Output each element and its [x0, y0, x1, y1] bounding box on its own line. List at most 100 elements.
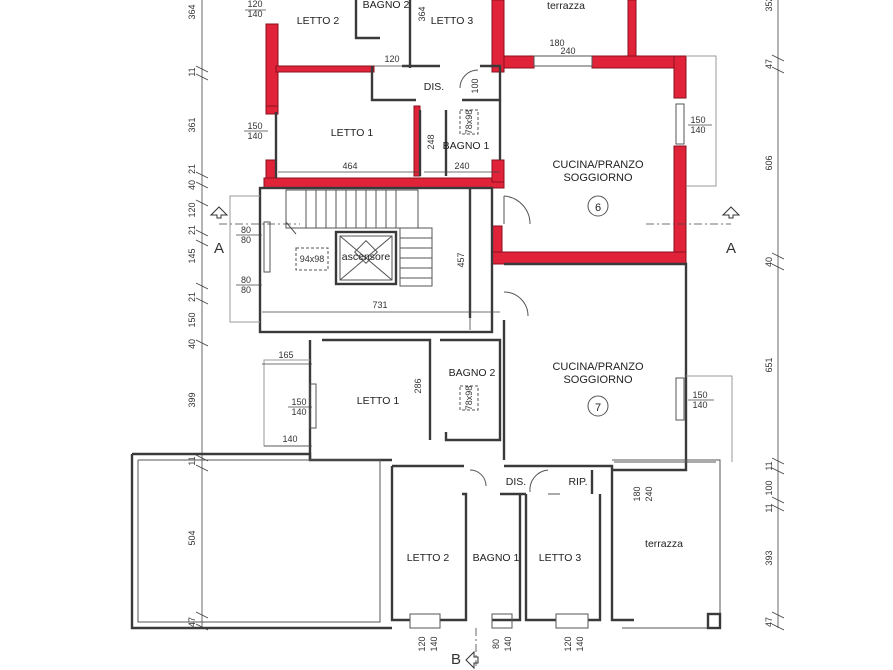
lift-shaft-box: [295, 247, 329, 271]
room-terrazza-bot: terrazza: [645, 538, 683, 550]
dim-120-140-l3b-b: 140: [575, 636, 585, 651]
dim-left-399: 399: [187, 392, 197, 407]
room-bagno2-top: BAGNO 2: [363, 0, 410, 11]
dim-180-240-top-b: 240: [560, 46, 575, 56]
shaft-mid-size: 78x98: [464, 386, 474, 411]
dim-120-inner: 120: [384, 54, 399, 64]
dim-80-140-b1b-b: 140: [503, 636, 513, 651]
dim-80-80-b-2: 80: [241, 285, 251, 295]
dim-150-140-l1m-b: 140: [291, 407, 306, 417]
dim-731: 731: [372, 300, 387, 310]
room-cucina6-a: CUCINA/PRANZO: [552, 159, 644, 171]
lift-size: 94x98: [300, 254, 325, 264]
dim-286: 286: [413, 378, 423, 393]
dim-457: 457: [456, 252, 466, 267]
room-letto1-mid: LETTO 1: [357, 395, 400, 407]
dim-120-140-top-b: 140: [247, 9, 262, 19]
dim-150-140-l1-a: 150: [247, 121, 262, 131]
dim-left-145: 145: [187, 248, 197, 263]
dim-right-11: 11: [764, 461, 774, 470]
room-dis-top: DIS.: [424, 81, 444, 93]
room-cucina6-b: SOGGIORNO: [563, 172, 633, 184]
dim-150-140-r7-a: 150: [692, 390, 707, 400]
dim-left-40: 40: [187, 180, 197, 190]
room-rip: RIP.: [568, 476, 587, 488]
dim-right-352: 352: [764, 0, 774, 12]
section-mark-a-left: A: [209, 206, 300, 257]
dim-right-651: 651: [764, 357, 774, 372]
room-letto1-top: LETTO 1: [331, 127, 374, 139]
inner-dimensions: 120 140 364 120 100 180 240 150 140 248 …: [236, 0, 714, 652]
doors: [459, 69, 560, 495]
dim-165: 165: [278, 350, 293, 360]
dim-left-120: 120: [187, 202, 197, 217]
ascensore-label: ascensore: [342, 251, 391, 263]
dim-120-140-l3b-a: 120: [563, 636, 573, 651]
room-cucina7-b: SOGGIORNO: [563, 374, 633, 386]
dim-180-240-bot-a: 180: [632, 486, 642, 501]
room-terrazza-top: terrazza: [547, 0, 585, 12]
windows: [263, 55, 685, 629]
shaft-mid-box: [459, 385, 479, 411]
dim-left-40b: 40: [187, 339, 197, 349]
dim-150-140-r6-b: 140: [690, 125, 705, 135]
dim-left-21c: 21: [187, 292, 197, 302]
right-dimension-chain: 352 47 606 40 651 11 100 11 393 47: [764, 0, 785, 631]
left-dimension-chain: 364 11 361 21 40 120 21 145 21 150 40 39…: [187, 0, 209, 631]
dim-right-100: 100: [764, 480, 774, 495]
dim-248: 248: [426, 134, 436, 149]
dim-left-21: 21: [187, 164, 197, 174]
room-cucina7-a: CUCINA/PRANZO: [552, 361, 644, 373]
apartment-6-number: 6: [595, 202, 601, 214]
dim-120-140-l2b-b: 140: [429, 636, 439, 651]
apartment-7-marker: [587, 395, 609, 417]
section-a-right-letter: A: [726, 240, 736, 257]
dim-right-393: 393: [764, 550, 774, 565]
room-bagno1-bot: BAGNO 1: [473, 552, 520, 564]
dim-150-140-r7-b: 140: [692, 400, 707, 410]
dim-464: 464: [342, 161, 357, 171]
room-bagno1-top: BAGNO 1: [443, 140, 490, 152]
dim-80-80-a-2: 80: [241, 235, 251, 245]
dim-364-inner: 364: [417, 6, 427, 21]
dim-left-364: 364: [187, 4, 197, 19]
dim-80-80-b-1: 80: [241, 275, 251, 285]
dim-140: 140: [282, 434, 297, 444]
section-a-left-letter: A: [214, 240, 224, 257]
room-letto2-bot: LETTO 2: [407, 552, 450, 564]
stairs: [285, 189, 433, 287]
apartment-7-number: 7: [595, 402, 601, 414]
room-letto2-top: LETTO 2: [297, 15, 340, 27]
dim-80-80-a-1: 80: [241, 225, 251, 235]
dim-left-11b: 11: [187, 456, 197, 465]
dim-100-inner: 100: [470, 78, 480, 93]
dim-150-140-l1-b: 140: [247, 131, 262, 141]
dim-120-140-l2b-a: 120: [417, 636, 427, 651]
dim-120-140-top-a: 120: [247, 0, 262, 9]
dim-right-47: 47: [764, 59, 774, 69]
room-letto3-top: LETTO 3: [431, 15, 474, 27]
dim-left-361: 361: [187, 117, 197, 132]
shaft-top-box: [459, 109, 479, 135]
dim-left-21b: 21: [187, 225, 197, 235]
room-letto3-bot: LETTO 3: [539, 552, 582, 564]
dim-left-150: 150: [187, 312, 197, 327]
dim-left-504: 504: [187, 530, 197, 545]
dim-80-140-b1b-a: 80: [491, 639, 501, 649]
section-mark-b: B: [451, 628, 479, 670]
walls: [130, 0, 733, 630]
apartment-6-marker: [587, 195, 609, 217]
dim-150-140-r6-a: 150: [690, 115, 705, 125]
dim-180-240-bot-b: 240: [644, 486, 654, 501]
dim-right-47b: 47: [764, 617, 774, 627]
lift: ascensore: [334, 230, 398, 286]
dim-right-40: 40: [764, 257, 774, 267]
shaft-top-size: 78x98: [464, 110, 474, 135]
section-mark-a-right: A: [646, 206, 741, 257]
section-b-letter: B: [451, 651, 461, 668]
new-walls: [263, 0, 687, 265]
dim-right-606: 606: [764, 155, 774, 170]
room-bagno2-mid: BAGNO 2: [449, 367, 496, 379]
dim-180-240-top-a: 180: [549, 38, 564, 48]
dim-240: 240: [454, 161, 469, 171]
